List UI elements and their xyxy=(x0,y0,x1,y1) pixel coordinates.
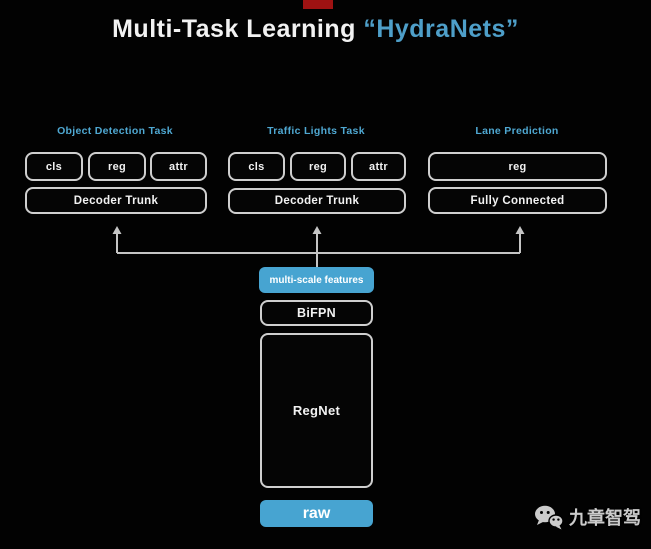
head-box-attr: attr xyxy=(351,152,406,181)
bifpn-box: BiFPN xyxy=(260,300,373,326)
head-box-reg: reg xyxy=(290,152,346,181)
title-highlight: “HydraNets” xyxy=(363,15,519,43)
branch-arrows xyxy=(112,226,525,270)
head-box-cls: cls xyxy=(25,152,83,181)
recording-marker xyxy=(303,0,333,9)
decoder-trunk-box: Decoder Trunk xyxy=(25,187,207,214)
task-label-traffic-lights: Traffic Lights Task xyxy=(267,125,365,137)
multi-scale-features-box: multi-scale features xyxy=(259,267,374,293)
head-box-attr: attr xyxy=(150,152,207,181)
decoder-trunk-box: Decoder Trunk xyxy=(228,188,406,214)
page-title: Multi-Task Learning “HydraNets” xyxy=(0,15,631,44)
fully-connected-box: Fully Connected xyxy=(428,187,607,214)
wechat-icon xyxy=(535,505,564,530)
head-box-reg: reg xyxy=(428,152,607,181)
task-label-object-detection: Object Detection Task xyxy=(57,125,173,137)
raw-input-box: raw xyxy=(260,500,373,527)
head-box-reg: reg xyxy=(88,152,146,181)
watermark-text: 九章智驾 xyxy=(569,508,641,528)
task-label-lane-prediction: Lane Prediction xyxy=(475,125,559,137)
regnet-box: RegNet xyxy=(260,333,373,488)
head-box-cls: cls xyxy=(228,152,285,181)
title-main: Multi-Task Learning xyxy=(112,15,364,43)
watermark: 九章智驾 xyxy=(534,504,641,530)
